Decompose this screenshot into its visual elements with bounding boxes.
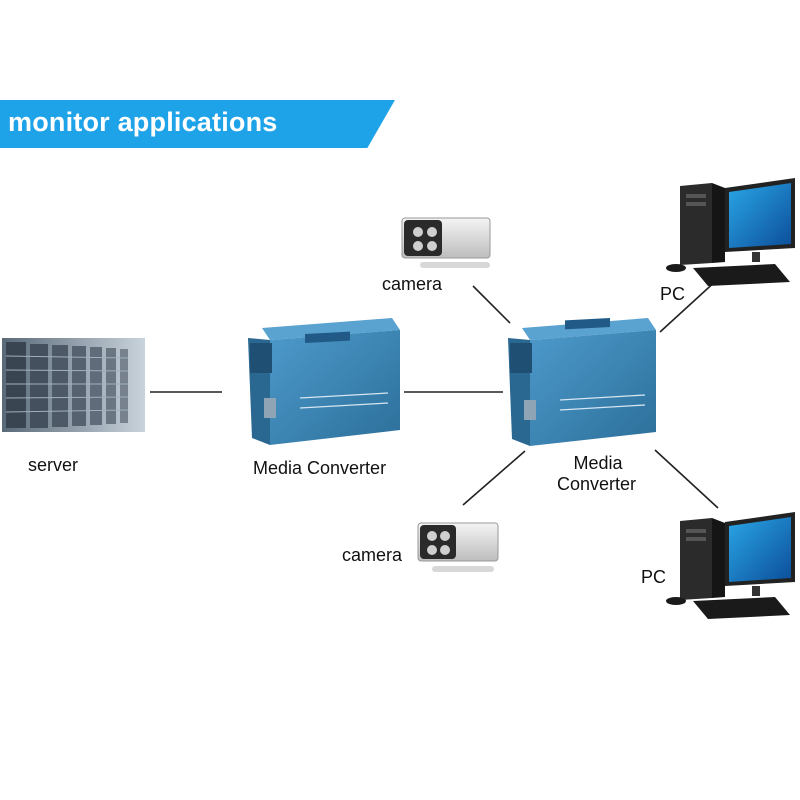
media-converter-icon-right <box>508 318 656 446</box>
media-converter-left-label: Media Converter <box>253 458 387 478</box>
pc-top-label: PC <box>660 284 686 304</box>
pc-bottom-label: PC <box>641 567 667 587</box>
security-camera-icon-top <box>401 217 491 268</box>
server-label: server <box>28 455 79 475</box>
media-converter-right-label: Media Converter <box>548 453 648 495</box>
server-rack-icon <box>2 338 145 432</box>
camera-bottom-label: camera <box>342 545 403 565</box>
desktop-pc-icon-bottom <box>666 512 795 619</box>
security-camera-icon-bottom <box>417 522 499 572</box>
media-converter-right-label-line2: Converter <box>556 474 637 494</box>
link-converter-camera-top <box>472 285 511 324</box>
connection-lines <box>150 278 719 509</box>
desktop-pc-icon-top <box>666 178 795 286</box>
link-converter-camera-bottom <box>462 450 526 506</box>
link-converter-pc-top <box>659 278 719 333</box>
camera-top-label: camera <box>382 274 443 294</box>
media-converter-right-label-line1: Media <box>573 453 623 473</box>
page-title: monitor applications <box>8 107 278 137</box>
media-converter-icon-left <box>248 318 400 445</box>
link-converter-pc-bottom <box>654 449 719 509</box>
title-banner: monitor applications <box>0 100 395 148</box>
